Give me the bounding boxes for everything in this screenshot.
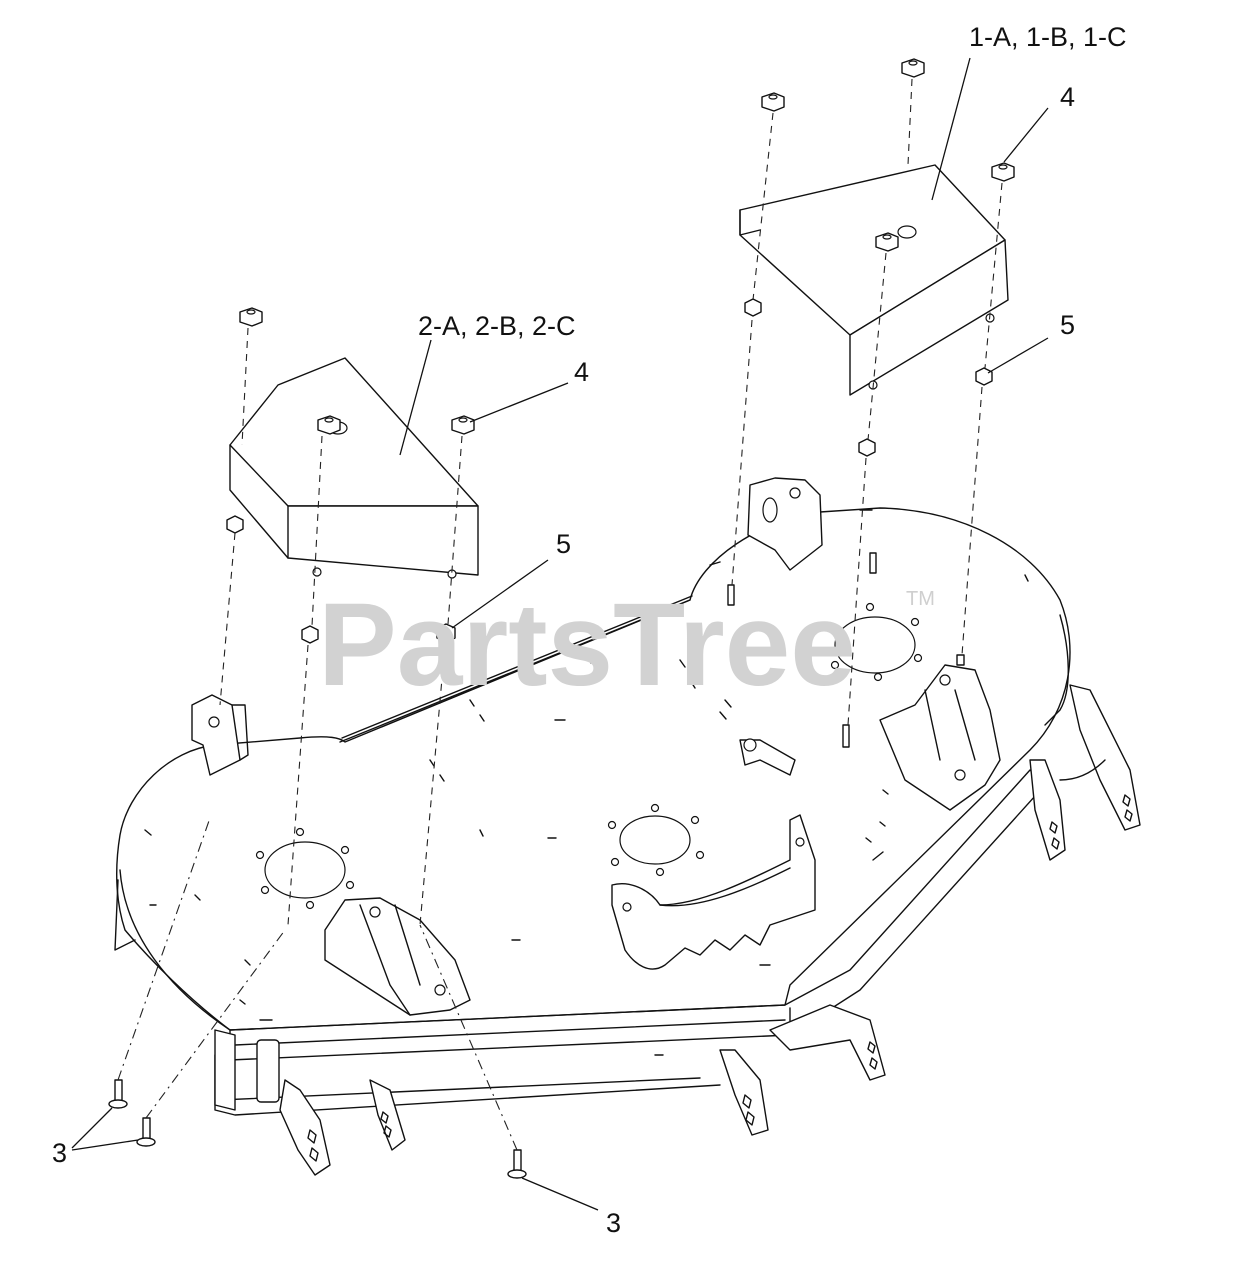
nut-4-c (451, 415, 475, 435)
left-rail-bracket (214, 1029, 236, 1111)
deck-skirt (114, 869, 231, 1031)
callout-part-5-right: 5 (1060, 310, 1075, 340)
nut-5-e (858, 438, 876, 457)
spindle-left (255, 827, 355, 910)
spindle-right (825, 602, 923, 682)
nut-4-b (317, 415, 341, 435)
bolt-3-b (136, 1117, 156, 1147)
nut-4-a (239, 307, 263, 327)
spindle-cover-left (229, 357, 479, 579)
nut-5-f (975, 367, 993, 386)
nut-5-a (226, 515, 244, 534)
spindle-center (607, 803, 705, 877)
nut-5-d (744, 298, 762, 317)
nut-4-d (761, 92, 785, 112)
right-side-hook (1029, 759, 1066, 861)
left-rear-bracket (191, 694, 241, 776)
callout-part-4-top: 4 (1060, 82, 1075, 112)
mower-deck (114, 477, 1141, 1176)
center-baffle (611, 814, 816, 970)
nut-4-f (991, 162, 1015, 182)
nut-5-b (301, 625, 319, 644)
callout-part-3-bottom: 3 (606, 1208, 621, 1238)
left-pivot-bracket (324, 897, 471, 1016)
flange-nuts (239, 58, 1015, 435)
deck-slots (144, 509, 1029, 1056)
callout-part-4-left: 4 (574, 357, 589, 387)
hex-nuts (226, 298, 993, 644)
watermark-trademark: TM (906, 588, 935, 610)
callout-part-5-left: 5 (556, 529, 571, 559)
carriage-bolts (108, 1079, 527, 1179)
baffle-rod (339, 595, 693, 743)
assembly-lines (117, 78, 1003, 1151)
right-front-hook (719, 1049, 769, 1136)
bolt-3-a (108, 1079, 128, 1109)
leader-lines (71, 57, 1049, 1211)
callout-part-2: 2-A, 2-B, 2-C (418, 311, 576, 341)
watermark-logo: PartsTree (318, 579, 856, 711)
left-front-hook (279, 1079, 331, 1176)
right-pivot-bracket (879, 664, 1001, 811)
spindle-cover-right (739, 164, 1009, 396)
nut-4-e (901, 58, 925, 78)
bolt-3-c (507, 1149, 527, 1179)
nut-4-g (875, 232, 899, 252)
nut-5-c (436, 623, 456, 643)
callout-part-1: 1-A, 1-B, 1-C (969, 22, 1127, 52)
callout-part-3-left: 3 (52, 1138, 67, 1168)
